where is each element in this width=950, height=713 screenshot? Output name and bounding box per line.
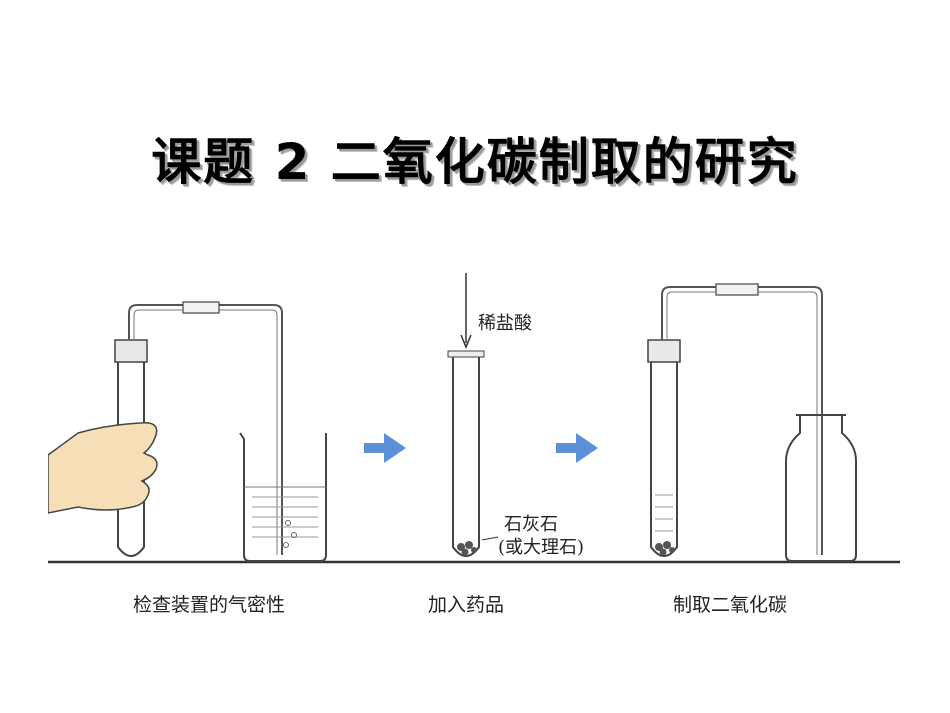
limestone-pieces [457, 541, 477, 556]
test-tube-2 [452, 355, 480, 557]
stopper-1 [114, 339, 148, 363]
step3-apparatus [647, 283, 857, 562]
delivery-tube-3 [661, 286, 823, 555]
step2-apparatus [447, 273, 499, 557]
rubber-joint-3 [715, 283, 759, 296]
caption-step2: 加入药品 [428, 594, 505, 616]
limestone-label: 石灰石 [504, 514, 558, 535]
beaker [239, 432, 327, 562]
arrow-1 [364, 433, 406, 463]
arrow-2 [556, 433, 598, 463]
step1-apparatus [48, 301, 327, 562]
apparatus-diagram [48, 273, 900, 564]
rubber-joint-1 [182, 301, 220, 314]
marble-label: (或大理石) [498, 537, 585, 558]
test-tube-3 [650, 350, 678, 557]
test-tube-1 [117, 350, 145, 557]
hand [48, 422, 158, 514]
gas-bottle [785, 415, 857, 562]
caption-step1: 检查装置的气密性 [133, 594, 286, 616]
slide-title: 课题 2 二氧化碳制取的研究 [151, 133, 799, 191]
caption-step3: 制取二氧化碳 [673, 594, 788, 616]
acid-label: 稀盐酸 [478, 313, 532, 334]
stopper-3 [647, 339, 681, 363]
